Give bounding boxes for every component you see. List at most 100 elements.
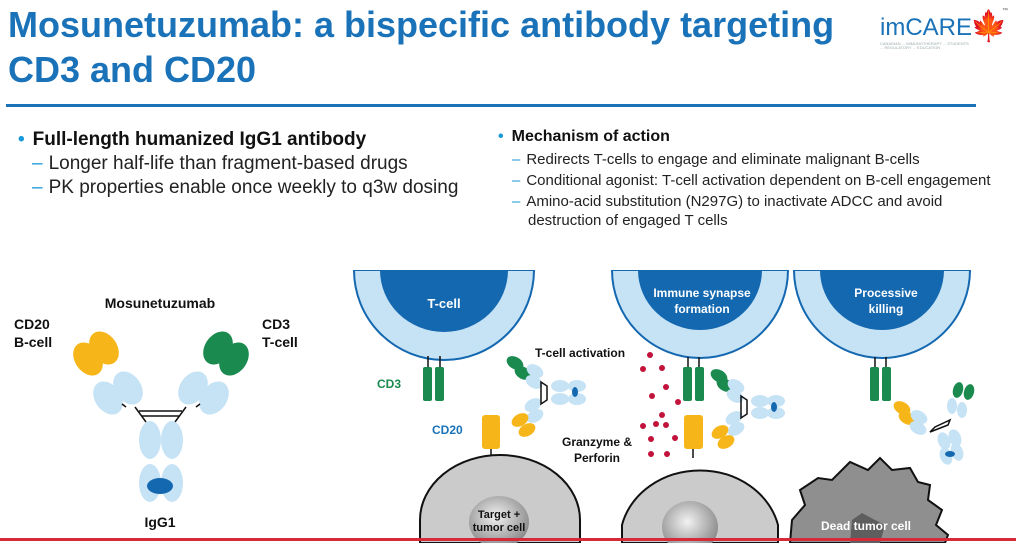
sub-bullet-item: –PK properties enable once weekly to q3w… bbox=[18, 176, 488, 200]
heavy-chain-domain bbox=[113, 371, 143, 405]
tcell-activation-label: T-cell activation bbox=[535, 346, 625, 360]
target-label: Target + bbox=[478, 509, 520, 521]
slide-title: Mosunetuzumab: a bispecific antibody tar… bbox=[8, 4, 835, 90]
floating-antibody bbox=[506, 356, 586, 437]
antibody-name-label: Mosunetuzumab bbox=[105, 295, 215, 311]
hinge-line bbox=[174, 406, 187, 423]
sub-bullet-text: Longer half-life than fragment-based dru… bbox=[48, 153, 408, 174]
cd3-receptor bbox=[423, 367, 432, 401]
diagram-canvas: Mosunetuzumab CD20 B-cell CD3 T-cell IgG… bbox=[14, 270, 975, 543]
cd3-receptor bbox=[882, 367, 891, 401]
fc-domain bbox=[948, 429, 962, 447]
imcare-logo: imCARE CANADIAN ... IMMUNOTHERAPY ... ST… bbox=[862, 4, 1012, 52]
tcell-target-label: T-cell bbox=[262, 334, 298, 350]
cd20-receptor bbox=[684, 415, 703, 449]
cd3-receptor bbox=[435, 367, 444, 401]
fc-glycan bbox=[572, 387, 578, 397]
antibody-domain bbox=[526, 364, 544, 378]
cd3-receptor bbox=[695, 367, 704, 401]
granzyme-label: Granzyme & bbox=[562, 435, 632, 449]
antibody-domain bbox=[727, 422, 745, 436]
sub-bullet-item: –Conditional agonist: T-cell activation … bbox=[498, 171, 998, 190]
perforin-label: Perforin bbox=[574, 451, 620, 465]
fc-domain bbox=[937, 432, 951, 450]
panel-immune-synapse: Immune synapse formation bbox=[610, 270, 790, 543]
tcell-nucleus bbox=[380, 270, 508, 332]
isotype-label: IgG1 bbox=[144, 514, 175, 530]
tcell-nucleus bbox=[638, 270, 762, 330]
cd20-binding-domain bbox=[717, 435, 735, 449]
sub-bullet-text: Conditional agonist: T-cell activation d… bbox=[526, 172, 991, 189]
fc-domain bbox=[751, 407, 769, 419]
disulfide-bond bbox=[195, 403, 201, 408]
antibody-domain bbox=[910, 410, 928, 424]
tcell-nucleus bbox=[820, 270, 944, 330]
antibody-structure: Mosunetuzumab CD20 B-cell CD3 T-cell IgG… bbox=[14, 295, 298, 530]
bullet-dot-icon: • bbox=[498, 128, 504, 145]
trademark-mark: ™ bbox=[1002, 8, 1008, 14]
panel-tcell-engagement: T-cell CD3 CD20 Target + tumor cell bbox=[352, 270, 632, 543]
sub-bullet-item: –Redirects T-cells to engage and elimina… bbox=[498, 150, 998, 169]
dash-icon: – bbox=[32, 177, 43, 198]
antibody-domain bbox=[947, 398, 957, 414]
dead-cell-fragment bbox=[850, 513, 885, 543]
cd20-binding-domain bbox=[511, 413, 529, 427]
antibody-domain bbox=[725, 411, 743, 425]
sub-bullet-item: –Longer half-life than fragment-based dr… bbox=[18, 152, 488, 176]
cd3-binding-domain bbox=[219, 342, 249, 376]
tcell-label: T-cell bbox=[427, 296, 460, 311]
fc-domain bbox=[161, 421, 183, 459]
bcell-target-label: B-cell bbox=[14, 334, 52, 350]
hinge-line bbox=[540, 380, 548, 406]
cd20-binding-domain bbox=[89, 331, 119, 365]
bullet-text: Full-length humanized IgG1 antibody bbox=[32, 129, 367, 150]
cd3-binding-domain bbox=[963, 384, 975, 400]
antibody-domain bbox=[525, 375, 543, 389]
sub-bullet-text: Redirects T-cells to engage and eliminat… bbox=[526, 151, 920, 168]
fc-glycan bbox=[945, 451, 955, 457]
tumor-nucleus bbox=[469, 496, 529, 543]
bullet-dot-icon: • bbox=[18, 129, 25, 150]
panel-processive-killing: Processive killing Dead tumor cell bbox=[788, 270, 975, 543]
dash-icon: – bbox=[512, 151, 521, 168]
dash-icon: – bbox=[512, 193, 521, 210]
light-chain-domain bbox=[199, 381, 229, 415]
antibody-domain bbox=[957, 402, 967, 418]
cd3-target-label: CD3 bbox=[262, 316, 290, 332]
right-bullet-list: •Mechanism of action –Redirects T-cells … bbox=[498, 126, 998, 230]
fc-domain bbox=[767, 407, 785, 419]
sub-bullet-text: Amino-acid substitution (N297G) to inact… bbox=[526, 193, 943, 229]
dead-tumor-cell bbox=[788, 456, 950, 543]
fc-domain bbox=[767, 395, 785, 407]
antibody-domain bbox=[909, 421, 927, 435]
fc-glycan bbox=[147, 478, 173, 494]
dash-icon: – bbox=[512, 172, 521, 189]
cd20-target-label: CD20 bbox=[14, 316, 50, 332]
fc-domain bbox=[551, 393, 569, 405]
hinge-line bbox=[740, 394, 748, 420]
logo-text: imCARE bbox=[880, 14, 973, 41]
antibody-domain bbox=[524, 398, 542, 412]
cd20-binding-domain bbox=[711, 425, 729, 439]
dead-tumor-cell-label: Dead tumor cell bbox=[821, 519, 911, 533]
antibody-domain bbox=[726, 389, 744, 403]
tumor-cell-label: tumor cell bbox=[473, 522, 526, 534]
hinge-line bbox=[929, 418, 952, 433]
footer-divider bbox=[0, 538, 1016, 541]
formation-label: formation bbox=[674, 302, 729, 316]
cd20-binding-domain bbox=[518, 423, 536, 437]
bullet-item: • Full-length humanized IgG1 antibody bbox=[18, 128, 488, 152]
bound-antibody bbox=[710, 369, 785, 449]
granzyme-particles bbox=[640, 352, 681, 457]
tumor-nucleus bbox=[662, 501, 718, 543]
bullet-item: •Mechanism of action bbox=[498, 126, 998, 148]
fc-domain bbox=[950, 443, 964, 461]
fc-domain bbox=[568, 393, 586, 405]
cd3-label: CD3 bbox=[377, 377, 401, 391]
cd3-binding-domain bbox=[952, 382, 964, 398]
cd3-receptor bbox=[683, 367, 692, 401]
title-divider bbox=[6, 104, 976, 107]
sub-bullet-text: PK properties enable once weekly to q3w … bbox=[48, 177, 459, 198]
antibody-domain bbox=[526, 409, 544, 423]
hinge-line bbox=[134, 406, 147, 423]
